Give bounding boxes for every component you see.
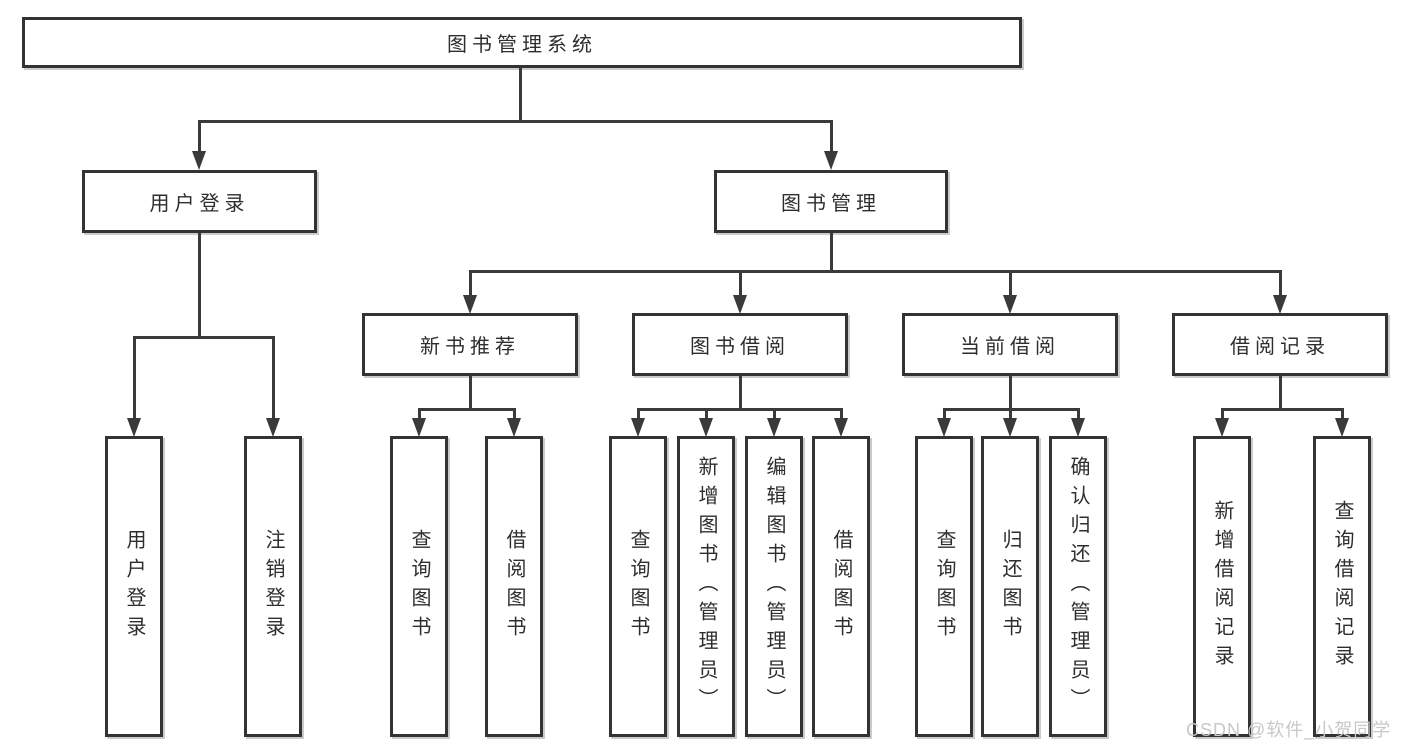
leaf-label: 查询图书 (408, 528, 430, 645)
arrow-down-icon (192, 151, 206, 170)
arrow-down-icon (824, 151, 838, 170)
arrow-down-icon (266, 418, 280, 437)
leaf-label: 注销登录 (262, 528, 284, 645)
node-label: 图书管理系统 (447, 34, 597, 56)
node-label: 新书推荐 (420, 336, 520, 358)
edge-bus (418, 408, 516, 411)
edge-branch-line (739, 270, 742, 297)
edge-branch-line (1077, 408, 1080, 420)
edge-stem (1009, 376, 1012, 408)
edge-root-bus (198, 120, 833, 123)
arrow-down-icon (767, 418, 781, 437)
leaf-label: 编辑图书（管理员） (763, 456, 785, 717)
node-label: 当前借阅 (960, 336, 1060, 358)
arrow-down-icon (463, 295, 477, 314)
node-user-login: 用户登录 (82, 170, 317, 233)
arrow-down-icon (1003, 295, 1017, 314)
edge-stem (830, 233, 833, 270)
node-book-borrow: 图书借阅 (632, 313, 848, 376)
edge-branch-line (469, 270, 472, 297)
edge-bus (637, 408, 842, 411)
node-new-book-recommend: 新书推荐 (362, 313, 578, 376)
leaf-edit-book-admin: 编辑图书（管理员） (745, 436, 803, 737)
edge-branch-line (1279, 270, 1282, 297)
node-current-borrow: 当前借阅 (902, 313, 1118, 376)
leaf-label: 查询图书 (627, 528, 649, 645)
edge-stem (739, 376, 742, 408)
leaf-add-borrow-record: 新增借阅记录 (1193, 436, 1251, 737)
leaf-query-borrow-record: 查询借阅记录 (1313, 436, 1371, 737)
arrow-down-icon (1273, 295, 1287, 314)
edge-branch-line (773, 408, 776, 420)
edge-branch-line (272, 336, 275, 420)
leaf-current-query-books: 查询图书 (915, 436, 973, 737)
arrow-down-icon (834, 418, 848, 437)
arrow-down-icon (127, 418, 141, 437)
leaf-label: 确认归还（管理员） (1067, 456, 1089, 717)
arrow-down-icon (1335, 418, 1349, 437)
leaf-user-login: 用户登录 (105, 436, 163, 737)
leaf-recommend-query-books: 查询图书 (390, 436, 448, 737)
edge-branch-line (830, 120, 833, 153)
node-label: 借阅记录 (1230, 336, 1330, 358)
node-label: 用户登录 (149, 193, 250, 215)
arrow-down-icon (412, 418, 426, 437)
edge-branch-line (1221, 408, 1224, 420)
edge-root-stem (519, 68, 522, 121)
arrow-down-icon (507, 418, 521, 437)
node-label: 图书借阅 (690, 336, 790, 358)
leaf-label: 用户登录 (123, 528, 145, 645)
leaf-confirm-return-admin: 确认归还（管理员） (1049, 436, 1107, 737)
edge-bus (133, 336, 275, 339)
edge-branch-line (1341, 408, 1344, 420)
edge-stem (469, 376, 472, 408)
edge-branch-line (637, 408, 640, 420)
arrow-down-icon (1003, 418, 1017, 437)
leaf-label: 查询图书 (933, 528, 955, 645)
leaf-label: 新增借阅记录 (1211, 499, 1233, 674)
leaf-label: 新增图书（管理员） (695, 456, 717, 717)
leaf-label: 借阅图书 (503, 528, 525, 645)
node-borrow-records: 借阅记录 (1172, 313, 1388, 376)
arrow-down-icon (1215, 418, 1229, 437)
edge-branch-line (418, 408, 421, 420)
leaf-label: 归还图书 (999, 528, 1021, 645)
node-library-management-system: 图书管理系统 (22, 17, 1022, 68)
edge-branch-line (513, 408, 516, 420)
arrow-down-icon (1071, 418, 1085, 437)
arrow-down-icon (631, 418, 645, 437)
arrow-down-icon (937, 418, 951, 437)
leaf-recommend-borrow-books: 借阅图书 (485, 436, 543, 737)
leaf-borrow-query-books: 查询图书 (609, 436, 667, 737)
node-label: 图书管理 (781, 193, 881, 215)
edge-branch-line (1009, 270, 1012, 297)
leaf-borrow-borrow-books: 借阅图书 (812, 436, 870, 737)
arrow-down-icon (699, 418, 713, 437)
edge-bus (1221, 408, 1343, 411)
edge-branch-line (198, 120, 201, 153)
arrow-down-icon (733, 295, 747, 314)
edge-bus (469, 270, 1282, 273)
leaf-return-books: 归还图书 (981, 436, 1039, 737)
edge-branch-line (133, 336, 136, 420)
leaf-label: 查询借阅记录 (1331, 499, 1353, 674)
leaf-label: 借阅图书 (830, 528, 852, 645)
edge-branch-line (705, 408, 708, 420)
edge-branch-line (840, 408, 843, 420)
leaf-logout: 注销登录 (244, 436, 302, 737)
edge-branch-line (1009, 408, 1012, 420)
edge-stem (1279, 376, 1282, 408)
leaf-add-book-admin: 新增图书（管理员） (677, 436, 735, 737)
edge-stem (198, 233, 201, 336)
csdn-watermark: CSDN @软件_小贺同学 (1186, 720, 1392, 740)
edge-branch-line (943, 408, 946, 420)
node-book-management: 图书管理 (714, 170, 948, 233)
